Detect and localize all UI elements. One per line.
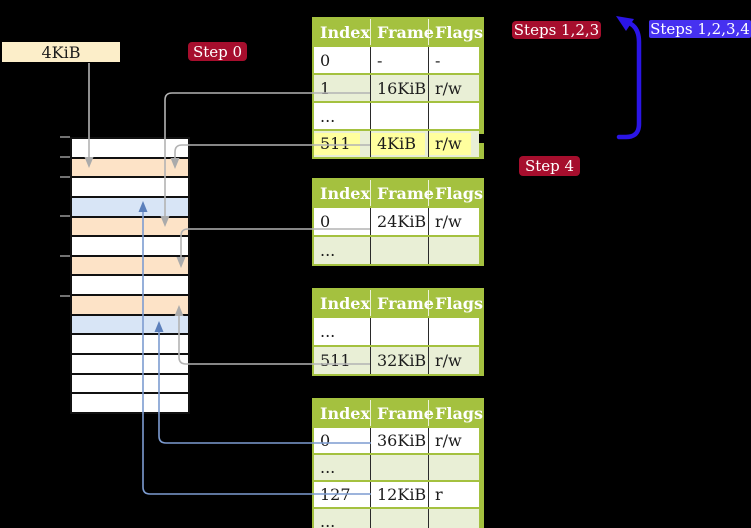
memory-row	[72, 394, 188, 412]
table1-header-row: Index Frame Flags	[314, 19, 483, 45]
cell-flags	[428, 509, 479, 528]
table4-header-row: Index Frame Flags	[314, 400, 483, 426]
step4-label: Step 4	[524, 157, 575, 175]
header-frame: Frame	[370, 400, 434, 426]
steps1234-badge: Steps 1,2,3,4	[649, 20, 751, 38]
cell-index: ...	[314, 318, 370, 345]
steps123-label: Steps 1,2,3	[513, 21, 600, 39]
memory-row-frame	[72, 217, 188, 238]
cell-frame: 32KiB	[370, 347, 428, 374]
cell-index: ...	[314, 103, 370, 129]
cell-flags: r/w	[428, 208, 479, 235]
header-frame: Frame	[370, 290, 434, 316]
memory-row-page	[72, 197, 188, 218]
header-index: Index	[320, 183, 371, 203]
table-row: ...	[314, 507, 482, 528]
cell-frame: 16KiB	[370, 75, 428, 101]
memory-tick-marks	[60, 136, 70, 297]
steps1234-label: Steps 1,2,3,4	[650, 20, 750, 38]
table-row: 0 36KiB r/w	[314, 426, 482, 453]
cell-frame: -	[370, 47, 428, 73]
table-row: 127 12KiB r	[314, 480, 482, 507]
header-frame: Frame	[370, 180, 434, 206]
memory-row-frame	[72, 158, 188, 179]
table-row: 1 16KiB r/w	[314, 73, 482, 101]
cell-flags: r/w	[428, 131, 479, 157]
cell-frame	[370, 455, 428, 480]
cell-flags: -	[428, 47, 479, 73]
table-row: 0 24KiB r/w	[314, 206, 482, 235]
memory-row	[72, 178, 188, 198]
table-row: ...	[314, 101, 482, 129]
physical-memory-column	[70, 137, 190, 414]
header-frame: Frame	[370, 19, 434, 45]
cell-flags: r	[428, 482, 479, 507]
table-row: 0 - -	[314, 45, 482, 73]
cell-frame: 12KiB	[370, 482, 428, 507]
memory-row-frame	[72, 296, 188, 316]
memory-row	[72, 355, 188, 375]
steps123-badge: Steps 1,2,3	[512, 21, 601, 39]
memory-row-frame	[72, 256, 188, 277]
cell-index: 1	[314, 75, 370, 101]
table-row: ...	[314, 453, 482, 480]
page-table-2: Index Frame Flags 0 24KiB r/w ...	[312, 178, 484, 266]
table-row: 511 32KiB r/w	[314, 345, 482, 374]
cell-index: 127	[314, 482, 370, 507]
cell-flags	[428, 103, 479, 129]
header-flags: Flags	[428, 400, 483, 426]
step4-badge: Step 4	[519, 156, 580, 176]
cell-flags: r/w	[428, 347, 479, 374]
cell-flags	[428, 318, 479, 345]
cell-frame	[370, 103, 428, 129]
cell-index: 511	[314, 131, 370, 157]
cell-flags	[428, 455, 479, 480]
cell-frame	[370, 318, 428, 345]
table2-header-row: Index Frame Flags	[314, 180, 483, 206]
cell-flags: r/w	[428, 428, 479, 453]
page-size-text: 4KiB	[41, 42, 81, 62]
cell-index: 0	[314, 208, 370, 235]
cell-frame: 4KiB	[370, 131, 428, 157]
header-index: Index	[320, 403, 371, 423]
cell-frame	[370, 509, 428, 528]
table-row: ...	[314, 235, 482, 264]
memory-row	[72, 335, 188, 356]
cell-index: 511	[314, 347, 370, 374]
header-flags: Flags	[428, 19, 483, 45]
header-flags: Flags	[428, 290, 483, 316]
page-table-4: Index Frame Flags 0 36KiB r/w ... 127 12…	[312, 398, 484, 528]
table-row: ...	[314, 316, 482, 345]
memory-row	[72, 139, 188, 159]
page-table-1: Index Frame Flags 0 - - 1 16KiB r/w ... …	[312, 17, 484, 159]
cell-frame	[370, 237, 428, 264]
tlb-shortcut-arrow	[616, 16, 642, 140]
step0-label: Step 0	[192, 42, 243, 61]
page-table-3: Index Frame Flags ... 511 32KiB r/w	[312, 288, 484, 376]
memory-row	[72, 237, 188, 257]
cell-index: ...	[314, 237, 370, 264]
cell-index: ...	[314, 509, 370, 528]
memory-row-page	[72, 315, 188, 336]
header-index: Index	[320, 22, 371, 42]
table-row-highlighted: 511 4KiB r/w	[314, 129, 482, 157]
cell-index: 0	[314, 428, 370, 453]
memory-row	[72, 276, 188, 297]
cell-frame: 36KiB	[370, 428, 428, 453]
header-index: Index	[320, 293, 371, 313]
step0-badge: Step 0	[188, 42, 247, 61]
memory-row	[72, 374, 188, 395]
cell-flags	[428, 237, 479, 264]
table3-header-row: Index Frame Flags	[314, 290, 483, 316]
cell-index: 0	[314, 47, 370, 73]
cell-frame: 24KiB	[370, 208, 428, 235]
cell-flags: r/w	[428, 75, 479, 101]
header-flags: Flags	[428, 180, 483, 206]
cell-index: ...	[314, 455, 370, 480]
page-size-label: 4KiB	[2, 42, 120, 62]
